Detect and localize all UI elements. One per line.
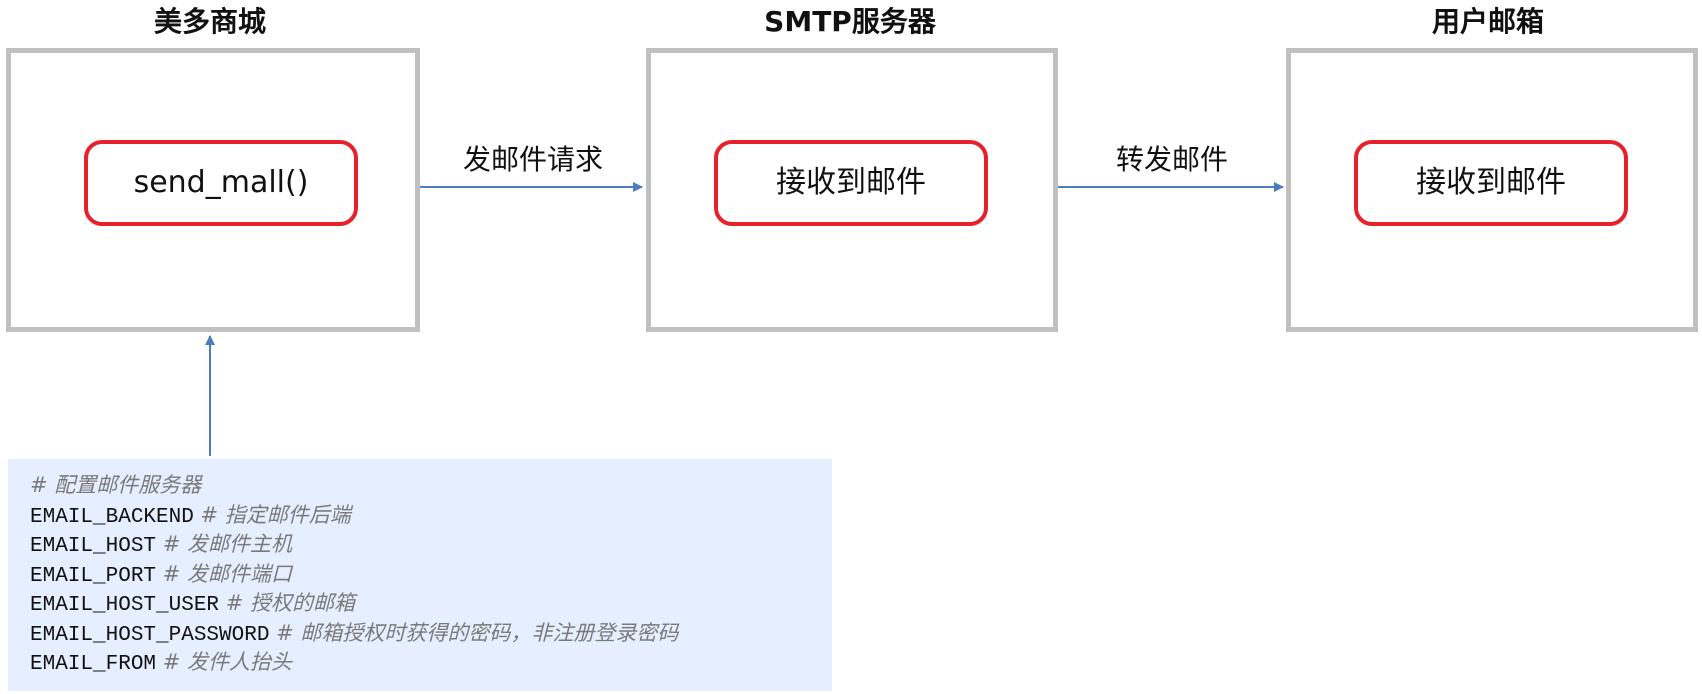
config-line: EMAIL_HOST # 发邮件主机 xyxy=(30,530,832,560)
config-header-comment: # 配置邮件服务器 xyxy=(30,473,202,497)
config-key: EMAIL_BACKEND xyxy=(30,505,194,529)
config-comment: # 邮箱授权时获得的密码，非注册登录密码 xyxy=(276,620,679,645)
config-comment: # 发邮件主机 xyxy=(162,532,292,556)
config-comment: # 指定邮件后端 xyxy=(200,502,351,527)
node-title-user-mailbox: 用户邮箱 xyxy=(1431,5,1544,38)
node-content-mailbox-received: 接收到邮件 xyxy=(1354,140,1628,226)
node-content-send-mail: send_mall() xyxy=(84,140,358,226)
config-comment: # 授权的邮箱 xyxy=(225,591,355,615)
config-line: EMAIL_HOST_PASSWORD # 邮箱授权时获得的密码，非注册登录密码 xyxy=(30,619,832,649)
node-title-meiduo-mall: 美多商城 xyxy=(153,5,266,38)
config-line: EMAIL_BACKEND # 指定邮件后端 xyxy=(30,501,832,531)
config-comment: # 发件人抬头 xyxy=(162,650,292,674)
config-header-line: # 配置邮件服务器 xyxy=(30,471,832,501)
config-line: EMAIL_PORT # 发邮件端口 xyxy=(30,560,832,590)
config-key: EMAIL_HOST xyxy=(30,535,157,558)
config-key: EMAIL_FROM xyxy=(30,653,157,676)
config-key: EMAIL_PORT xyxy=(30,564,157,588)
config-line: EMAIL_FROM # 发件人抬头 xyxy=(30,648,832,678)
config-line: EMAIL_HOST_USER # 授权的邮箱 xyxy=(30,589,832,619)
edge-label-forward-mail: 转发邮件 xyxy=(1115,143,1228,176)
config-comment: # 发邮件端口 xyxy=(162,561,292,586)
edge-label-send-request: 发邮件请求 xyxy=(462,143,603,176)
config-key: EMAIL_HOST_PASSWORD xyxy=(30,623,270,647)
email-config-panel: # 配置邮件服务器 EMAIL_BACKEND # 指定邮件后端 EMAIL_H… xyxy=(8,459,832,691)
node-title-smtp-server: SMTP服务器 xyxy=(764,5,936,38)
config-key: EMAIL_HOST_USER xyxy=(30,594,220,617)
node-content-smtp-received: 接收到邮件 xyxy=(714,140,988,226)
